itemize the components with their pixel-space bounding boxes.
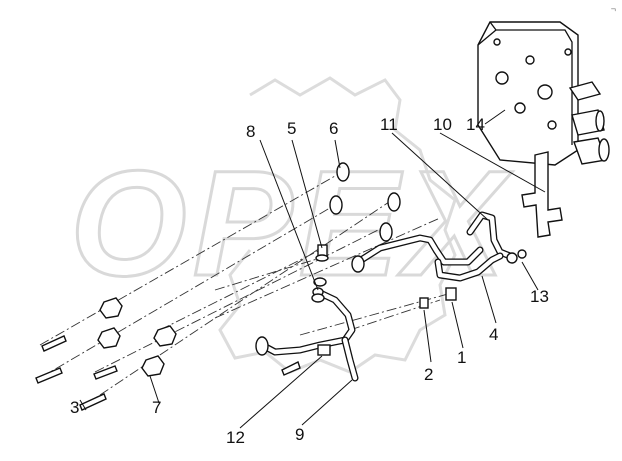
callout-3: 3 bbox=[70, 398, 79, 417]
callout-12: 12 bbox=[226, 428, 245, 447]
callout-4: 4 bbox=[489, 325, 498, 344]
watermark-text: OPEX bbox=[70, 139, 513, 307]
leader-lines bbox=[79, 109, 546, 429]
callout-9: 9 bbox=[295, 425, 304, 444]
pipe-assembly-lower bbox=[255, 287, 359, 382]
small-fittings bbox=[311, 244, 329, 303]
callout-14: 14 bbox=[466, 115, 485, 134]
hex-fittings bbox=[97, 297, 177, 377]
alignment-lines bbox=[39, 171, 456, 406]
callout-1: 1 bbox=[457, 348, 466, 367]
callout-7: 7 bbox=[152, 398, 161, 417]
callout-11: 11 bbox=[380, 115, 398, 134]
corner-mark: ¬ bbox=[610, 4, 616, 14]
pipe-assembly-upper bbox=[351, 211, 527, 282]
callout-labels: 8 5 6 11 10 14 4 1 2 13 3 7 12 9 bbox=[70, 115, 549, 447]
bolts bbox=[35, 335, 301, 411]
callout-6: 6 bbox=[329, 119, 338, 138]
bracket bbox=[521, 151, 563, 238]
callout-10: 10 bbox=[433, 115, 452, 134]
valve-body bbox=[477, 21, 610, 166]
callout-8: 8 bbox=[246, 122, 255, 141]
plug-caps bbox=[329, 162, 401, 242]
callout-2: 2 bbox=[424, 365, 433, 384]
callout-13: 13 bbox=[530, 287, 549, 306]
screws bbox=[419, 287, 457, 309]
watermark-gear bbox=[218, 76, 457, 374]
callout-5: 5 bbox=[287, 119, 296, 138]
